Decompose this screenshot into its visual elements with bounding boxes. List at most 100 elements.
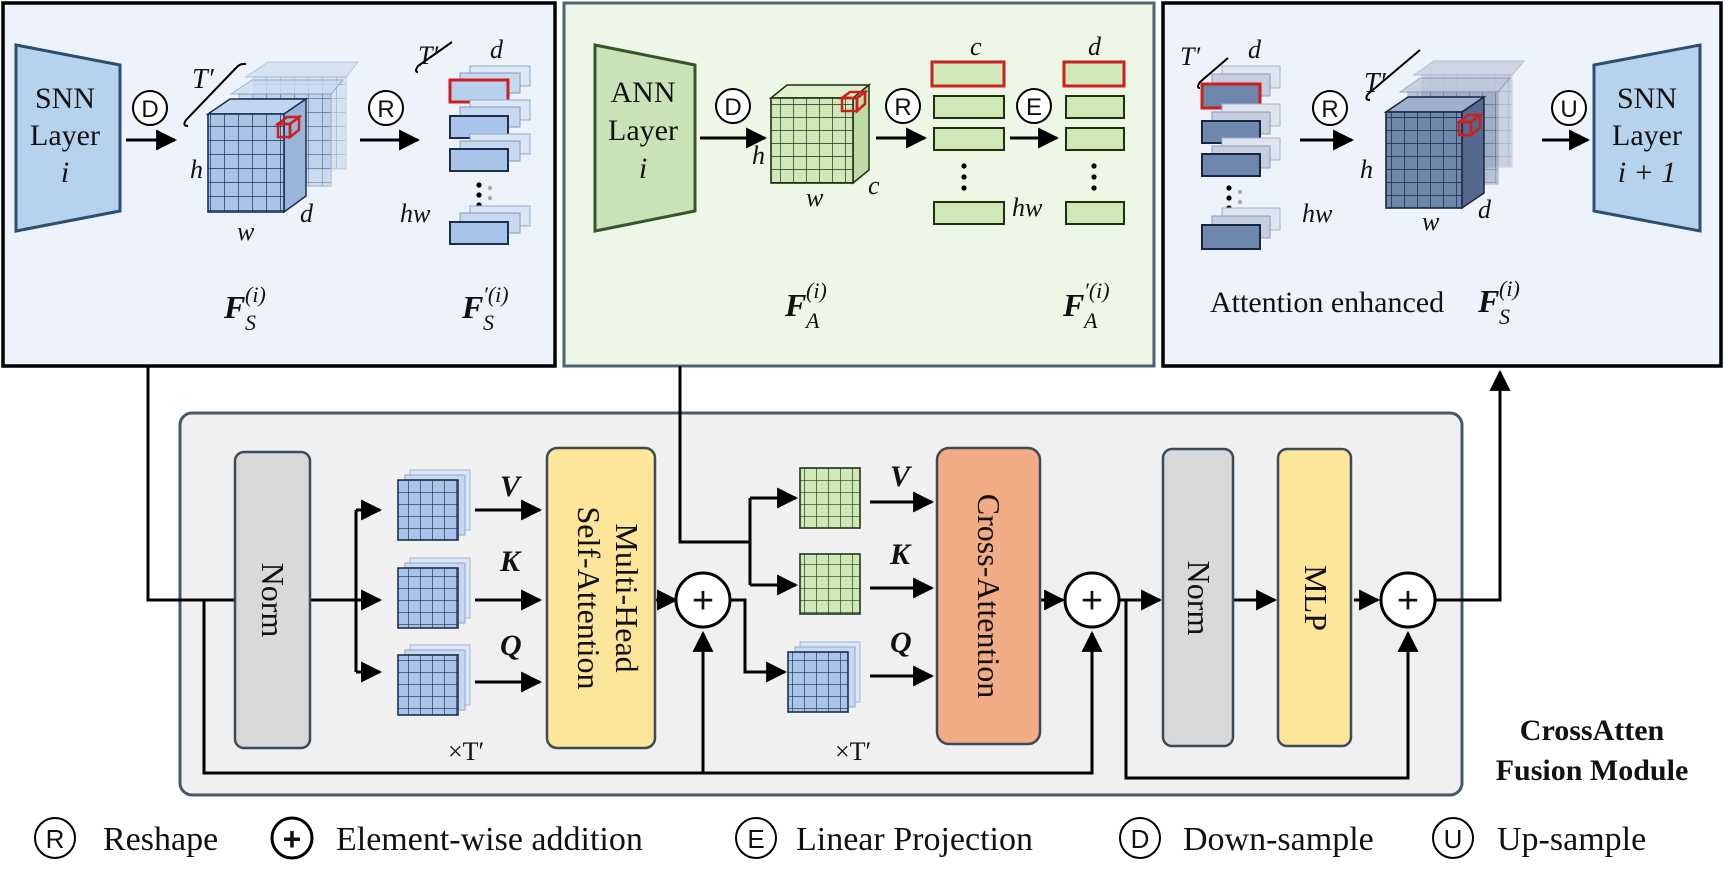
- ann-layer-line1: ANN: [611, 76, 676, 109]
- ann-layer-line3: i: [639, 152, 647, 185]
- k-label-2: K: [889, 538, 912, 571]
- out-feature-cube-stack: [1383, 60, 1526, 210]
- out-layer-line1: SNN: [1617, 82, 1677, 115]
- ann-down-sample-op-icon: [715, 88, 751, 124]
- legend: R Reshape + Element-wise addition E Line…: [34, 816, 1646, 860]
- mlp-label: MLP: [1298, 565, 1334, 631]
- svg-text:+: +: [1081, 580, 1103, 622]
- ann-w-label: w: [806, 183, 824, 212]
- out-d-label: d: [1478, 195, 1492, 224]
- multi-head-self-attention-block: Multi-Head Self-Attention: [545, 446, 657, 750]
- legend-addition: + Element-wise addition: [270, 816, 643, 860]
- snn-qkv-grids: [397, 469, 471, 716]
- ann-h-label: h: [752, 141, 765, 170]
- snn-feature-cube-stack: [205, 61, 360, 214]
- module-title-line1: CrossAtten: [1520, 714, 1665, 747]
- k-label-1: K: [499, 545, 522, 578]
- attention-enhanced-caption: Attention enhanced: [1210, 286, 1444, 319]
- v-label-2: V: [890, 460, 913, 493]
- svg-text:F: F: [223, 289, 245, 325]
- snn-layer-line2: Layer: [30, 119, 100, 152]
- svg-text:+: +: [1397, 580, 1419, 622]
- out-token-stack: [1200, 65, 1281, 250]
- ann-feature-cube: [768, 83, 872, 185]
- snn-h-label: h: [190, 155, 203, 184]
- svg-text:F: F: [1477, 283, 1499, 319]
- module-connectors: [146, 366, 1511, 780]
- attention-enhanced-feature-label: F S (i): [1477, 276, 1520, 329]
- cross-attention-block: Cross-Attention: [935, 446, 1042, 746]
- v-label-1: V: [500, 470, 523, 503]
- snn-hw-label: hw: [400, 199, 431, 228]
- svg-text:(i): (i): [1499, 276, 1520, 301]
- legend-down-sample: D Down-sample: [1119, 817, 1374, 859]
- times-t-label-2: ×T′: [835, 737, 871, 766]
- svg-text:F: F: [1062, 287, 1084, 323]
- svg-text:F: F: [784, 287, 806, 323]
- cross-attention-label: Cross-Attention: [971, 494, 1007, 698]
- snn-layer-line1: SNN: [35, 82, 95, 115]
- legend-reshape: R Reshape: [34, 817, 218, 859]
- ann-layer-i-block: [593, 43, 697, 233]
- legend-up-sample-icon: U: [1444, 824, 1463, 854]
- reshape-op-icon: [368, 90, 404, 126]
- add-op-3: +: [1379, 571, 1437, 629]
- legend-down-sample-icon: D: [1131, 824, 1150, 854]
- legend-linear-projection-label: Linear Projection: [796, 821, 1033, 858]
- legend-down-sample-label: Down-sample: [1183, 821, 1374, 858]
- svg-text:S: S: [483, 310, 494, 335]
- legend-linear-projection: E Linear Projection: [735, 817, 1033, 859]
- add-op-2: +: [1063, 571, 1121, 629]
- snn-layer-line3: i: [61, 156, 69, 189]
- linear-projection-op-icon: [1016, 88, 1052, 124]
- reshape-op-label: R: [377, 96, 394, 123]
- legend-linear-projection-icon: E: [747, 824, 764, 854]
- ann-projected-token-column: [1062, 60, 1126, 225]
- up-sample-op-icon: [1551, 90, 1587, 126]
- ann-token-column: [930, 60, 1006, 225]
- add-op-1: +: [674, 571, 732, 629]
- down-sample-op-icon: [132, 90, 168, 126]
- svg-text:F: F: [461, 289, 483, 325]
- legend-reshape-label: Reshape: [103, 821, 218, 858]
- legend-up-sample: U Up-sample: [1432, 817, 1646, 859]
- down-sample-op-label: D: [141, 96, 158, 123]
- ann-tokens-c-label: c: [970, 32, 982, 61]
- snn-token-stack: [448, 65, 531, 245]
- svg-text:A: A: [1082, 308, 1098, 333]
- ann-reshape-op-icon: [885, 88, 921, 124]
- out-reshape-op-label: R: [1321, 96, 1338, 123]
- q-label-1: Q: [500, 629, 522, 662]
- legend-addition-icon: +: [283, 821, 302, 857]
- snn-tokens-t-prime: T′: [418, 41, 438, 70]
- legend-reshape-icon: R: [46, 824, 65, 854]
- ann-layer-line2: Layer: [608, 114, 678, 147]
- out-reshape-op-icon: [1312, 90, 1348, 126]
- out-layer-line2: Layer: [1612, 119, 1682, 152]
- norm1-block: Norm: [233, 450, 312, 750]
- ann-down-sample-op-label: D: [724, 94, 741, 121]
- ann-proj-d-label: d: [1088, 32, 1102, 61]
- svg-text:(i): (i): [245, 282, 266, 307]
- snn-d-label: d: [300, 199, 314, 228]
- snn-tokens-d-label: d: [490, 35, 504, 64]
- snn-layer-i-plus-1-block: [1592, 43, 1702, 233]
- norm1-label: Norm: [255, 563, 291, 638]
- out-tokens-t-prime: T′: [1180, 42, 1200, 71]
- ann-hw-label: hw: [1012, 193, 1043, 222]
- ann-projected-feature-label: F A ′(i): [1062, 278, 1110, 333]
- svg-text:S: S: [1499, 304, 1510, 329]
- linear-projection-op-label: E: [1026, 94, 1042, 121]
- legend-addition-label: Element-wise addition: [336, 821, 643, 858]
- snn-q-grid: [787, 641, 861, 713]
- ann-kv-grids: [799, 467, 861, 615]
- svg-text:A: A: [804, 308, 820, 333]
- snn-w-label: w: [237, 217, 255, 246]
- out-w-label: w: [1422, 207, 1440, 236]
- out-tokens-d-label: d: [1248, 35, 1262, 64]
- svg-text:S: S: [245, 310, 256, 335]
- norm2-block: Norm: [1161, 447, 1235, 748]
- snn-feature-label: F S (i): [223, 282, 266, 335]
- out-cube-t-prime: T′: [1364, 68, 1387, 99]
